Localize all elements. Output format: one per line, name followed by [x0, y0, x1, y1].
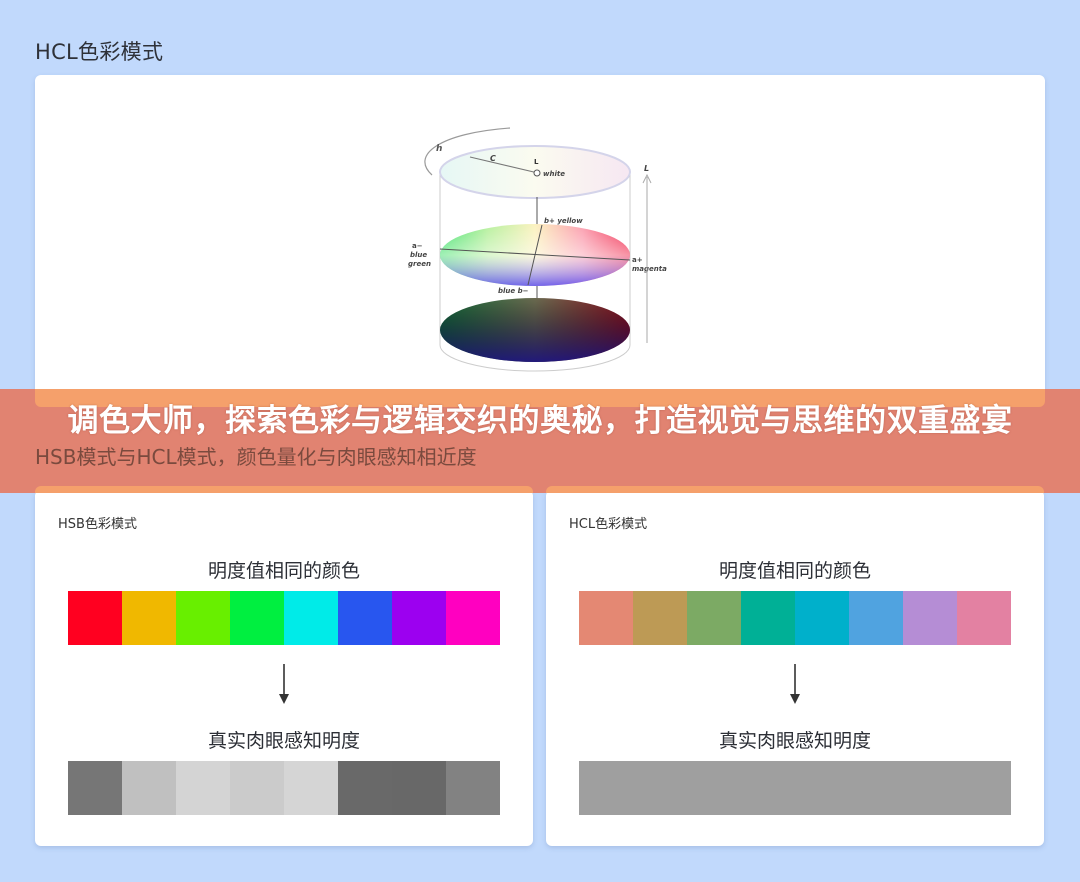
color-swatch	[284, 591, 338, 645]
color-swatch	[122, 591, 176, 645]
color-swatch	[687, 591, 741, 645]
hcl-cylinder-diagram: h C L white b+ yellow a− blue green a+ m…	[408, 127, 667, 372]
gray-swatch	[446, 761, 500, 815]
gray-swatch	[795, 761, 849, 815]
section-title: HCL色彩模式	[35, 40, 164, 64]
same-lightness-heading: 明度值相同的颜色	[718, 560, 871, 582]
hcl-diagram-card: h C L white b+ yellow a− blue green a+ m…	[35, 75, 1045, 395]
chroma-label: C	[490, 154, 496, 163]
arrow-down-icon	[279, 664, 289, 704]
card-label: HSB色彩模式	[58, 517, 137, 532]
white-label: white	[543, 170, 565, 178]
b-minus-label: blue b−	[498, 287, 529, 295]
lightness-top-label: L	[534, 158, 539, 166]
arrow-down-icon	[790, 664, 800, 704]
hsb-card: HSB色彩模式 明度值相同的颜色 真实肉眼感知明度	[35, 490, 533, 846]
color-swatch	[338, 591, 392, 645]
gray-swatch	[849, 761, 903, 815]
perceived-lightness-heading: 真实肉眼感知明度	[207, 730, 360, 752]
b-plus-label: b+ yellow	[544, 217, 583, 225]
gray-swatch	[392, 761, 446, 815]
subtitle: HSB模式与HCL模式，颜色量化与肉眼感知相近度	[35, 445, 477, 469]
color-swatch	[176, 591, 230, 645]
a-minus-label: a−	[412, 242, 423, 250]
svg-text:blue: blue	[410, 251, 427, 259]
gray-swatch	[633, 761, 687, 815]
color-swatch	[741, 591, 795, 645]
gray-swatch	[284, 761, 338, 815]
color-swatch	[795, 591, 849, 645]
color-swatch	[633, 591, 687, 645]
gray-swatch	[176, 761, 230, 815]
svg-text:green: green	[408, 260, 431, 268]
hcl-perceived-swatches	[579, 761, 1011, 815]
color-swatch	[68, 591, 122, 645]
gray-swatch	[230, 761, 284, 815]
card-label: HCL色彩模式	[569, 517, 648, 532]
gray-swatch	[122, 761, 176, 815]
color-swatch	[446, 591, 500, 645]
color-swatch	[579, 591, 633, 645]
banner-accent-strip	[35, 486, 533, 493]
svg-text:magenta: magenta	[632, 265, 667, 273]
gray-swatch	[68, 761, 122, 815]
gray-swatch	[957, 761, 1011, 815]
hsb-perceived-swatches	[68, 761, 500, 815]
gray-swatch	[741, 761, 795, 815]
gray-swatch	[687, 761, 741, 815]
hsb-color-swatches	[68, 591, 500, 645]
perceived-lightness-heading: 真实肉眼感知明度	[718, 730, 871, 752]
gray-swatch	[338, 761, 392, 815]
hcl-card: HCL色彩模式 明度值相同的颜色 真实肉眼感知明度	[546, 490, 1044, 846]
color-swatch	[957, 591, 1011, 645]
hcl-color-swatches	[579, 591, 1011, 645]
gray-swatch	[903, 761, 957, 815]
hue-label: h	[436, 144, 442, 154]
banner-accent-strip	[546, 486, 1044, 493]
a-plus-label: a+	[632, 256, 643, 264]
color-swatch	[392, 591, 446, 645]
lightness-axis-label: L	[644, 164, 649, 173]
color-swatch	[849, 591, 903, 645]
hue-rotation-arrow	[424, 127, 511, 176]
gray-swatch	[579, 761, 633, 815]
headline: 调色大师，探索色彩与逻辑交织的奥秘，打造视觉与思维的双重盛宴	[67, 403, 1013, 439]
color-swatch	[230, 591, 284, 645]
color-swatch	[903, 591, 957, 645]
banner-accent-strip	[35, 389, 1045, 407]
same-lightness-heading: 明度值相同的颜色	[207, 560, 360, 582]
